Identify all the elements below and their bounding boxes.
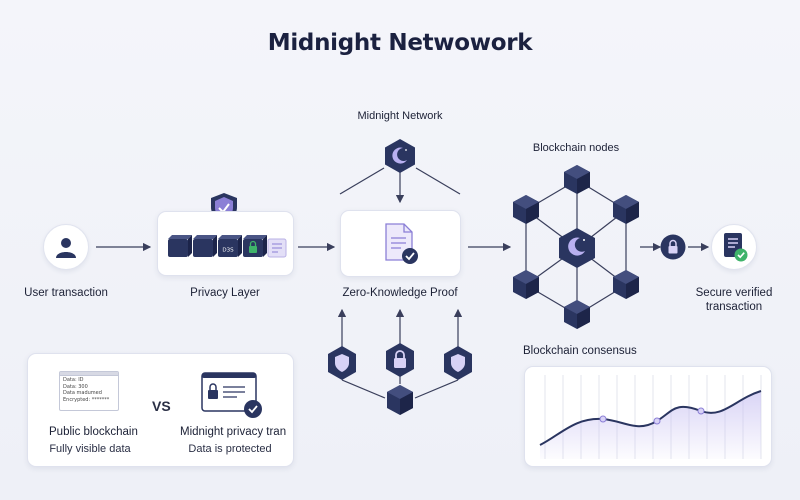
doc-line: Data: 300 <box>63 383 88 390</box>
privacy-layer-card: D3S <box>157 211 294 276</box>
privacy-layer-label: Privacy Layer <box>190 287 260 299</box>
public-data-document: Data: ID Data: 300 Data madumed Encrypte… <box>59 371 119 411</box>
central-moon-node <box>559 228 595 268</box>
zk-proof-card <box>340 210 461 277</box>
diagram-title: Midnight Netwowork <box>267 30 533 56</box>
blockchain-consensus-label: Blockchain consensus <box>523 345 637 357</box>
consensus-point <box>599 415 607 423</box>
doc-line: Encrypted: ******* <box>63 396 110 403</box>
blockchain-nodes-label: Blockchain nodes <box>532 142 620 154</box>
user-transaction-label: User transaction <box>24 287 108 299</box>
user-icon <box>56 238 76 258</box>
node-cube <box>564 165 590 194</box>
public-blockchain-title: Public blockchain <box>49 426 138 438</box>
document-check-icon <box>724 233 748 262</box>
lock-icon <box>386 343 414 377</box>
cube-label: D3S <box>222 248 234 254</box>
zk-proof-label: Zero-Knowledge Proof <box>342 287 458 299</box>
consensus-line-graph <box>539 375 762 459</box>
lock-icon <box>249 240 257 253</box>
privacy-cubes: D3S <box>168 235 287 258</box>
comparison-panel: Data: ID Data: 300 Data madumed Encrypte… <box>27 353 294 467</box>
midnight-moon-icon <box>385 139 415 173</box>
doc-line: Data madumed <box>63 390 102 396</box>
privacy-cube <box>193 235 217 257</box>
secure-transaction-label: transaction <box>705 301 763 313</box>
consensus-point <box>653 417 661 425</box>
consensus-chart-card <box>524 366 772 467</box>
private-data-window <box>201 372 262 418</box>
privacy-cube <box>168 235 192 257</box>
privacy-cube-faded <box>267 238 287 258</box>
private-transaction-subtitle: Data is protected <box>188 443 272 455</box>
node-cube <box>613 195 639 224</box>
midnight-network-label: Midnight Network <box>357 110 443 122</box>
shield-icon <box>328 346 356 380</box>
node-cube <box>564 300 590 329</box>
node-cube <box>513 195 539 224</box>
privacy-cube-locked <box>243 235 267 257</box>
secure-verified-label: Secure verified <box>695 287 773 299</box>
user-avatar-node <box>43 224 89 270</box>
vs-label: VS <box>152 398 171 414</box>
cube-icon <box>387 385 413 415</box>
consensus-point <box>697 407 705 415</box>
node-cube <box>613 270 639 299</box>
shield-icon <box>444 346 472 380</box>
node-cube <box>513 270 539 299</box>
secure-transaction-node <box>711 224 757 270</box>
private-transaction-title: Midnight privacy tran <box>180 426 287 438</box>
privacy-cube: D3S <box>218 235 242 257</box>
lock-icon <box>660 234 686 260</box>
blockchain-node-network <box>513 165 639 329</box>
doc-line: Data: ID <box>63 377 84 383</box>
document-check-icon <box>385 223 418 264</box>
public-blockchain-subtitle: Fully visible data <box>49 443 131 455</box>
